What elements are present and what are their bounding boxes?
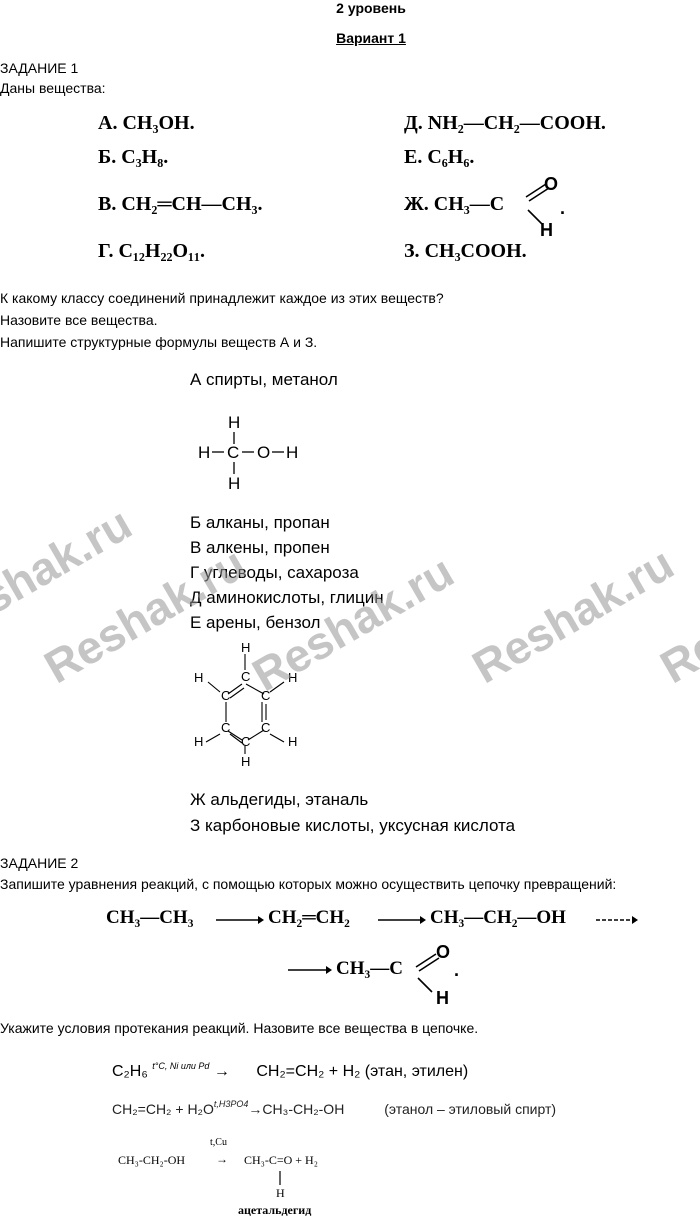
question-3: Напишите структурные формулы веществ А и… xyxy=(0,334,318,350)
answer-d: Д аминокислоты, глицин xyxy=(190,588,384,607)
methanol-c: C xyxy=(227,443,239,462)
methanol-h-right: H xyxy=(286,443,298,462)
variant-heading: Вариант 1 xyxy=(336,30,406,46)
answer-zh: Ж альдегиды, этаналь xyxy=(190,790,369,809)
substance-e: Е. C₆H₆. xyxy=(404,146,474,169)
aldehyde-hydrogen: H xyxy=(540,220,553,240)
eq3-product-name: ацетальдегид xyxy=(238,1203,312,1217)
eq1-right: CH₂=CH₂ + H₂ (этан, этилен) xyxy=(256,1063,469,1080)
eq1-arrow: → xyxy=(213,1063,230,1080)
substance-v: В. CH₂═CH—CH₃. xyxy=(98,193,263,216)
substance-formula: C₆H₆. xyxy=(427,146,475,168)
chain-hydrogen: H xyxy=(436,988,449,1008)
equation-2: CH₂=CH₂ + H₂Ot,H3PO4→CH₃-CH₂-OH (этанол … xyxy=(112,1099,556,1117)
chain-ethylene: CH₂═CH₂ xyxy=(268,907,350,928)
chain-dot: . xyxy=(454,960,459,980)
benzene-c6: C xyxy=(241,734,250,749)
substance-z: З. CH₃COOH. xyxy=(404,240,527,263)
eq2-right: CH₃-CH₂-OH xyxy=(262,1101,345,1117)
substance-b: Б. C₃H₈. xyxy=(98,146,168,169)
chain-ethane: CH₃—CH₃ xyxy=(106,907,194,928)
substance-g: Г. C₁₂H₂₂O₁₁. xyxy=(98,240,205,263)
benzene-structure: H C H H C C C C H H C H xyxy=(194,640,297,769)
substance-formula: C₁₂H₂₂O₁₁. xyxy=(118,240,206,262)
benzene-h-top: H xyxy=(241,640,250,655)
benzene-c1: C xyxy=(241,669,250,684)
answer-z: З карбоновые кислоты, уксусная кислота xyxy=(190,816,516,835)
substance-formula: C₃H₈. xyxy=(121,146,169,168)
answer-b: Б алканы, пропан xyxy=(190,513,330,532)
substance-letter: В. xyxy=(98,193,117,215)
chain-ethanol: CH₃—CH₂—OH xyxy=(430,907,566,928)
task2-instruction: Укажите условия протекания реакций. Назо… xyxy=(0,1020,479,1036)
eq3-condition: t,Cu xyxy=(210,1137,227,1148)
eq3-arrow: → xyxy=(216,1152,228,1166)
benzene-h-top-right: H xyxy=(288,670,297,685)
equation-1: C₂H₆ t°C, Ni или Pd → CH₂=CH₂ + H₂ (этан… xyxy=(112,1061,468,1081)
task2-title: ЗАДАНИЕ 2 xyxy=(0,855,79,871)
substance-formula: NH₂—CH₂—COOH. xyxy=(427,112,606,134)
substance-letter: Б. xyxy=(98,146,117,168)
benzene-c4: C xyxy=(221,720,230,735)
substance-formula: CH₂═CH—CH₃. xyxy=(121,193,263,215)
methanol-h-top: H xyxy=(228,413,240,432)
benzene-c5: C xyxy=(261,720,270,735)
chain-acetaldehyde: CH₃—C xyxy=(336,958,403,979)
benzene-h-bottom-right: H xyxy=(288,734,297,749)
eq1-condition: t°C, Ni или Pd xyxy=(152,1061,210,1071)
eq2-condition: t,H3PO4 xyxy=(213,1099,249,1109)
methanol-h-bottom: H xyxy=(228,474,240,493)
substance-zh: Ж. CH₃—C xyxy=(404,193,504,216)
methanol-structure: H H C O H H xyxy=(198,413,298,493)
chain-arrow-2 xyxy=(378,916,426,924)
aldehyde-dot: . xyxy=(560,198,565,218)
watermark: Reshak.ru xyxy=(463,536,683,694)
substance-letter: А. xyxy=(98,112,118,134)
substance-formula: CH₃—C xyxy=(433,193,505,215)
chain-oxygen: O xyxy=(436,942,450,962)
task2-intro: Запишите уравнения реакций, с помощью ко… xyxy=(0,876,617,892)
substance-letter: Г. xyxy=(98,240,114,262)
task1-title: ЗАДАНИЕ 1 xyxy=(0,60,79,76)
answer-e: Е арены, бензол xyxy=(190,613,321,632)
eq3-bond xyxy=(279,1171,281,1185)
benzene-c2: C xyxy=(221,688,230,703)
chain-arrow-4 xyxy=(288,966,332,974)
chain-arrow-1 xyxy=(216,916,264,924)
methanol-o: O xyxy=(257,443,270,462)
eq3-right: CH₃-C=O + H₂ xyxy=(244,1153,318,1167)
eq3-left: CH₃-CH₂-OH xyxy=(118,1153,186,1167)
benzene-c3: C xyxy=(261,688,270,703)
aldehyde-group-diagram: O H . xyxy=(525,174,565,240)
substance-d: Д. NH₂—CH₂—COOH. xyxy=(404,112,606,135)
substance-formula: CH₃COOH. xyxy=(424,240,527,262)
substance-letter: Ж. xyxy=(404,193,429,215)
substance-formula: CH₃OH. xyxy=(122,112,195,134)
benzene-h-bottom-left: H xyxy=(194,734,203,749)
level-heading: 2 уровень xyxy=(336,0,406,16)
substance-letter: Д. xyxy=(404,112,423,134)
aldehyde-oxygen: O xyxy=(544,174,558,194)
task1-intro: Даны вещества: xyxy=(0,80,106,96)
question-2: Назовите все вещества. xyxy=(0,312,158,328)
eq2-arrow: → xyxy=(248,1101,263,1117)
eq3-hydrogen: H xyxy=(276,1186,285,1200)
answer-g: Г углеводы, сахароза xyxy=(190,563,359,582)
eq1-left: C₂H₆ xyxy=(112,1063,148,1080)
chain-aldehyde-group: O H . xyxy=(415,942,459,1008)
chain-arrow-3 xyxy=(596,916,638,924)
benzene-h-bottom: H xyxy=(241,754,250,769)
answer-a: А спирты, метанол xyxy=(190,370,338,389)
benzene-h-top-left: H xyxy=(194,670,203,685)
substance-letter: Е. xyxy=(404,146,423,168)
methanol-h-left: H xyxy=(198,443,210,462)
substance-letter: З. xyxy=(404,240,420,262)
answer-v: В алкены, пропен xyxy=(190,538,330,557)
question-1: К какому классу соединений принадлежит к… xyxy=(0,290,444,306)
eq2-note: (этанол – этиловый спирт) xyxy=(384,1101,557,1117)
substance-a: А. CH₃OH. xyxy=(98,112,195,135)
eq2-left: CH₂=CH₂ + H₂O xyxy=(112,1101,214,1117)
